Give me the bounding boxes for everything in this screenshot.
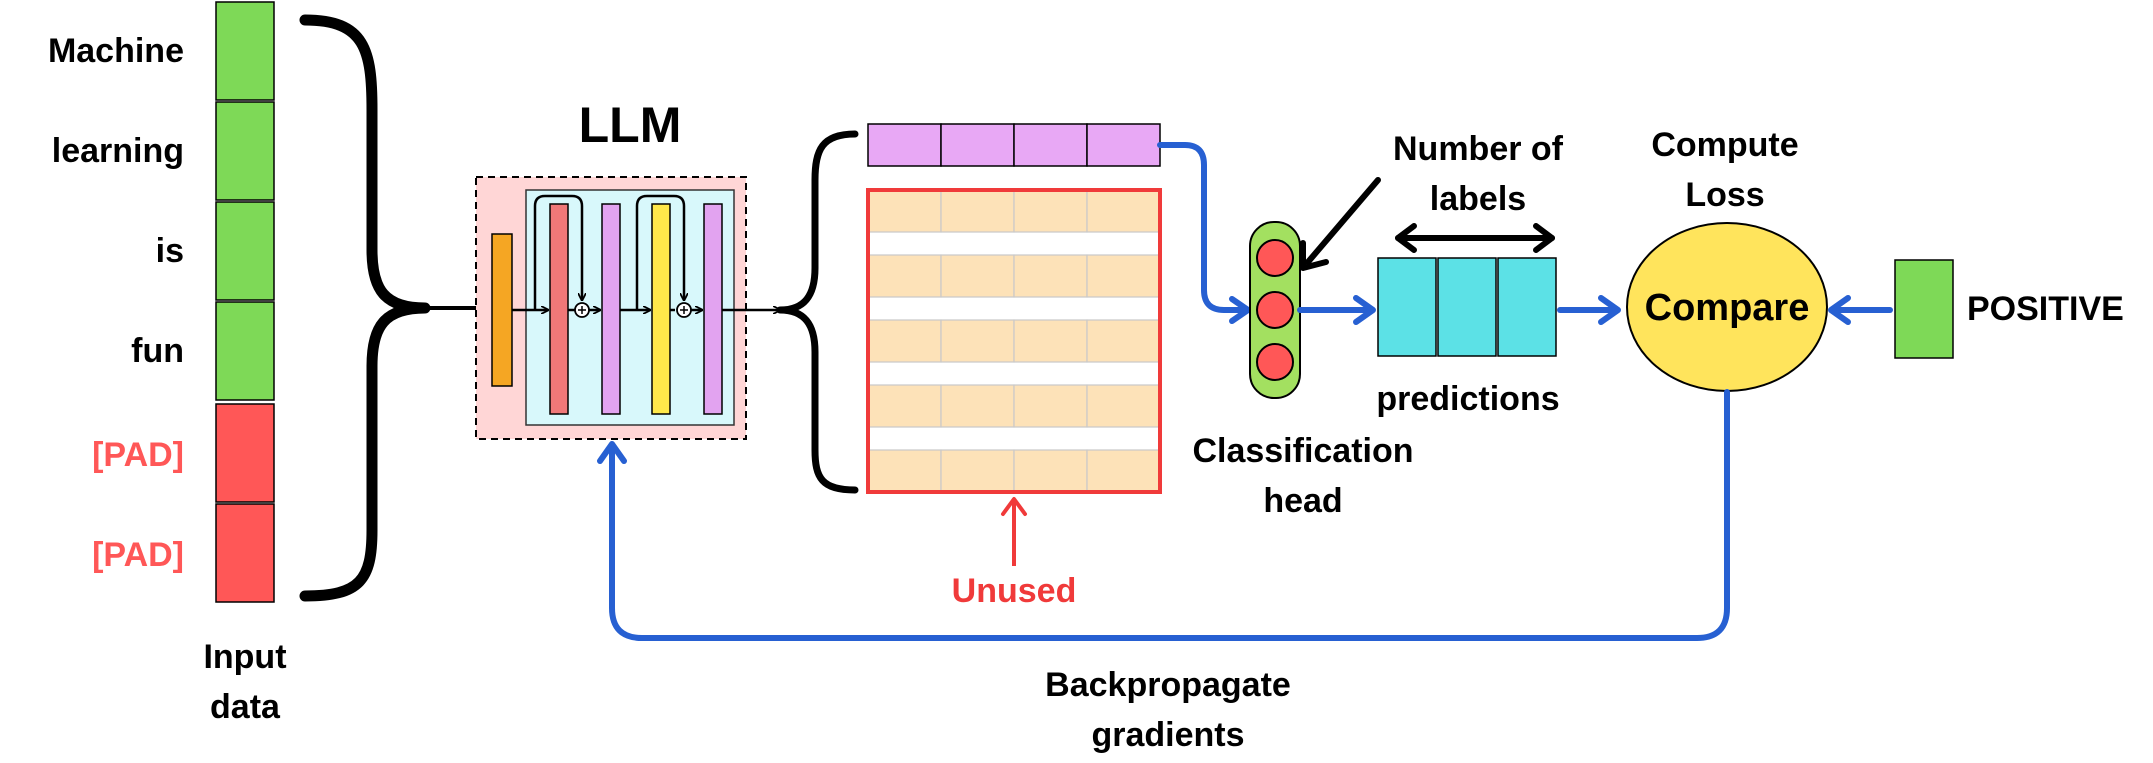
token-label-pad-2: [PAD] [92,536,184,574]
output-brace [776,130,859,494]
residual-connection-1 [533,194,582,310]
num-labels-pointer-head [1300,240,1329,271]
unused-cell-r4c4 [1086,384,1161,428]
unused-pointer-arrow-head [1001,497,1027,516]
predictions-to-compare-arrowhead [1598,295,1621,325]
num-labels-span-left-head [1395,223,1417,253]
target-label-box [1894,259,1954,359]
head-neuron-3 [1256,343,1294,381]
token-box-fun [215,301,275,401]
unused-cell-r5c2 [940,449,1015,493]
unused-outputs [867,189,1161,493]
llm-title: LLM [579,97,682,153]
unused-cell-r3c2 [940,319,1015,363]
first-output-to-head-arrow [1157,142,1248,313]
unused-cell-r5c1 [867,449,942,493]
unused-outputs-border [866,188,1162,494]
attention-layer [549,203,569,415]
classification-head-label-line1: Classification [1192,432,1413,470]
unused-cell-r2c4 [1086,254,1161,298]
num-labels-span-right-head [1533,223,1555,253]
unused-cell-r1c2 [940,189,1015,233]
unused-cell-r2c1 [867,254,942,298]
compute-loss-line1: Compute [1651,126,1798,164]
unused-cell-r4c2 [940,384,1015,428]
backprop-path [609,389,1730,641]
predictions-vector [1377,257,1557,357]
num-labels-pointer-shaft [1305,177,1381,265]
unused-cell-r5c3 [1013,449,1088,493]
token-label-pad-1: [PAD] [92,436,184,474]
target-to-compare-arrowhead [1828,295,1851,325]
first-output-cell-4 [1086,123,1161,167]
unused-cell-r4c1 [867,384,942,428]
unused-label: Unused [952,572,1077,610]
token-box-pad-2 [215,503,275,603]
classification-head-label-line2: head [1263,482,1342,520]
unused-cell-r3c3 [1013,319,1088,363]
feedforward-layer [651,203,671,415]
first-output-cell-1 [867,123,942,167]
unused-cell-r5c4 [1086,449,1161,493]
input-caption-line2: data [210,688,281,726]
backprop-label-line1: Backpropagate [1045,666,1291,704]
prediction-cell-3 [1497,257,1557,357]
prediction-cell-1 [1377,257,1437,357]
head-neuron-1 [1256,239,1294,277]
compare-label: Compare [1645,287,1810,329]
head-neuron-2 [1256,291,1294,329]
predictions-label: predictions [1376,380,1559,418]
first-output-cell-3 [1013,123,1088,167]
token-label-fun: fun [131,332,184,370]
token-box-pad-1 [215,403,275,503]
backprop-label-line2: gradients [1091,716,1244,754]
norm-layer-2 [703,203,723,415]
unused-cell-r1c4 [1086,189,1161,233]
token-label-is: is [156,232,184,270]
compute-loss-line2: Loss [1685,176,1764,214]
num-labels-line2: labels [1430,180,1526,218]
token-box-learning [215,101,275,201]
first-output-to-head-arrowhead [1229,296,1251,324]
unused-cell-r1c1 [867,189,942,233]
token-box-machine [215,1,275,101]
head-to-predictions-arrowhead [1353,295,1376,325]
unused-cell-r3c1 [867,319,942,363]
token-label-machine: Machine [48,32,184,70]
input-brace [299,14,431,602]
input-token-column [215,1,275,603]
prediction-cell-2 [1437,257,1497,357]
first-output-cell-2 [940,123,1015,167]
residual-connection-2 [635,194,684,310]
token-label-learning: learning [52,132,184,170]
norm-layer-1 [601,203,621,415]
first-token-output [867,123,1161,167]
num-labels-line1: Number of [1393,130,1564,168]
unused-cell-r1c3 [1013,189,1088,233]
unused-cell-r3c4 [1086,319,1161,363]
unused-cell-r2c2 [940,254,1015,298]
input-caption-line1: Input [203,638,286,676]
unused-cell-r4c3 [1013,384,1088,428]
embedding-layer [491,233,513,387]
backprop-arrowhead [597,441,627,464]
target-label-text: POSITIVE [1967,290,2124,328]
token-box-is [215,201,275,301]
unused-cell-r2c3 [1013,254,1088,298]
